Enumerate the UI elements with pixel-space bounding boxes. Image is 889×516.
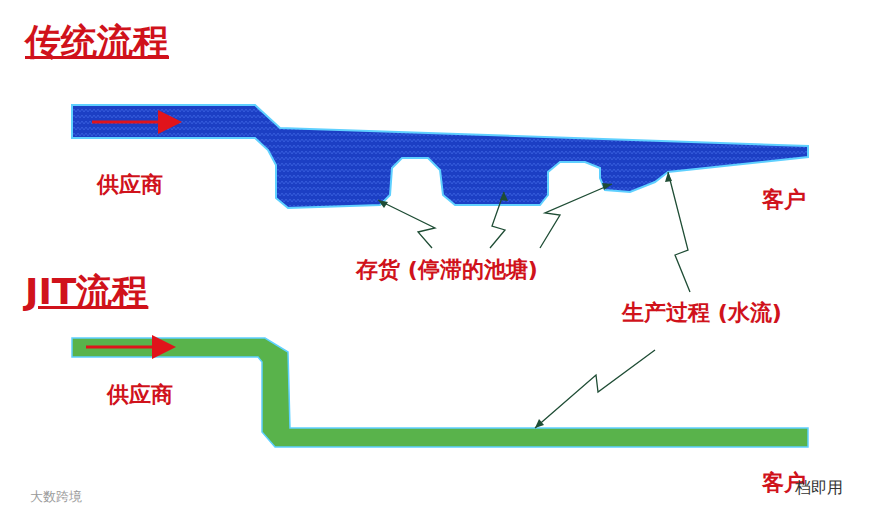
traditional-flow	[72, 105, 808, 208]
process-label: 生产过程 (水流)	[622, 298, 782, 328]
flow-arrow	[92, 121, 176, 124]
section-heading: JIT流程	[25, 268, 148, 317]
jit-flow	[72, 338, 808, 447]
section-heading: 传统流程	[25, 18, 169, 67]
flow-arrow	[86, 346, 170, 349]
supplier-label: 供应商	[107, 380, 173, 410]
supplier-label: 供应商	[97, 170, 163, 200]
inventory-label: 存货 (停滞的池塘)	[356, 255, 538, 285]
watermark: 档即用	[795, 478, 843, 499]
watermark: 大数跨境	[30, 488, 82, 506]
customer-label: 客户	[762, 185, 806, 215]
